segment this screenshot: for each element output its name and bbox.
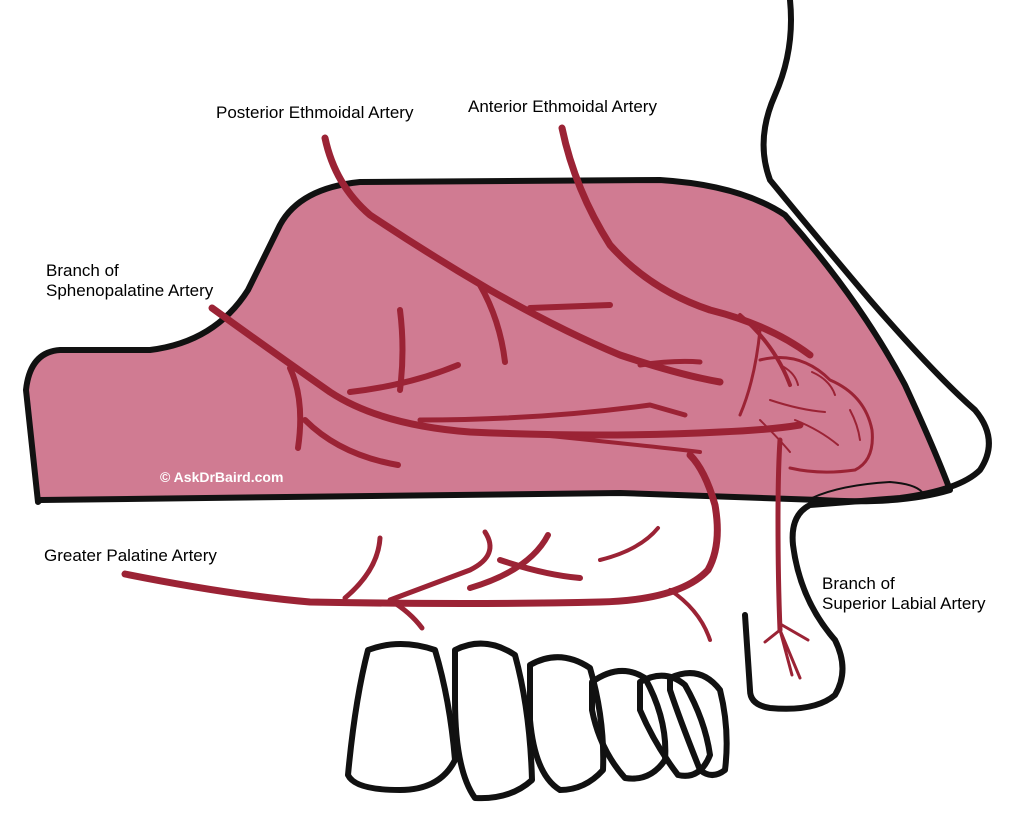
tooth <box>527 654 607 793</box>
artery-branch <box>397 307 406 393</box>
sphenopalatine-artery-label-line1: Branch of <box>46 261 119 280</box>
artery-branch <box>527 302 613 311</box>
artery-branch <box>467 532 583 591</box>
artery-branch <box>287 365 304 451</box>
artery-branch <box>342 535 383 601</box>
anterior-ethmoidal-artery-label: Anterior Ethmoidal Artery <box>468 97 657 116</box>
superior-labial-artery-label-line1: Branch of <box>822 574 895 593</box>
artery-branch <box>417 402 688 423</box>
artery-branch <box>763 623 810 680</box>
tooth <box>452 640 535 802</box>
artery-branch <box>302 417 401 468</box>
anterior-ethmoidal-artery-path <box>558 124 814 359</box>
greater-palatine-artery-path <box>121 451 721 607</box>
teeth <box>345 640 730 802</box>
superior-labial-artery-path <box>775 437 783 633</box>
artery-branch <box>738 328 762 417</box>
artery-branch <box>538 433 702 454</box>
plexus-vessels <box>759 364 861 453</box>
sphenopalatine-artery-path <box>208 304 804 439</box>
artery-branch <box>387 529 493 631</box>
artery-branch <box>598 526 660 562</box>
nostril-outline <box>811 480 923 499</box>
tooth <box>345 641 458 793</box>
plexus-vessels <box>758 356 874 474</box>
nose-profile-outline <box>742 0 992 712</box>
tooth <box>667 670 730 778</box>
superior-labial-artery-label-line2: Superior Labial Artery <box>822 594 986 613</box>
artery-branch <box>668 588 712 642</box>
greater-palatine-artery-label: Greater Palatine Artery <box>44 546 217 565</box>
copyright-watermark: © AskDrBaird.com <box>160 469 284 485</box>
artery-branch <box>637 358 703 368</box>
arteries <box>121 124 874 680</box>
artery-branch <box>347 362 461 395</box>
artery-branch <box>738 313 792 387</box>
posterior-ethmoidal-artery-label: Posterior Ethmoidal Artery <box>216 103 414 122</box>
sphenopalatine-artery-label-line2: Sphenopalatine Artery <box>46 281 214 300</box>
artery-branch <box>477 282 508 365</box>
